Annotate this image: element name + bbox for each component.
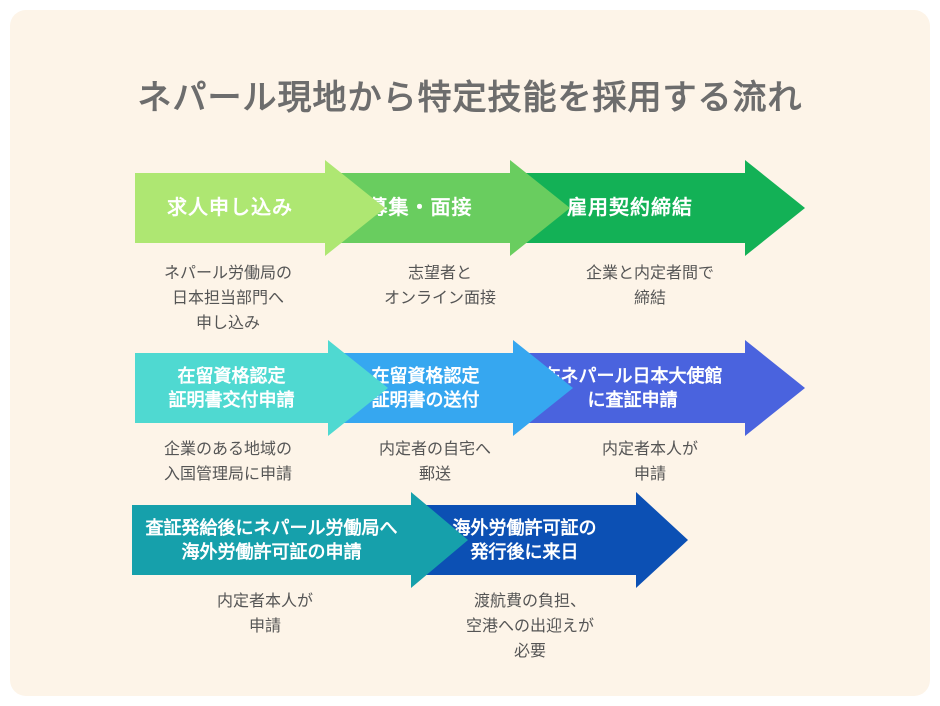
step-label: 在留資格認定 証明書交付申請 bbox=[168, 365, 295, 410]
step-description-7: 内定者本人が 申請 bbox=[216, 593, 313, 635]
step-arrow-1: 求人申し込み bbox=[135, 160, 385, 256]
arrow-head-icon bbox=[328, 340, 388, 436]
arrow-body bbox=[135, 353, 328, 423]
step-label: 求人申し込み bbox=[167, 196, 293, 219]
step-description-2: 志望者と オンライン面接 bbox=[383, 265, 496, 307]
step-label: 海外労働許可証の 発行後に来日 bbox=[452, 517, 597, 562]
step-arrow-7: 査証発給後にネパール労働局へ 海外労働許可証の申請 bbox=[132, 492, 468, 588]
arrow-head-icon bbox=[513, 340, 573, 436]
step-description-5: 内定者の自宅へ 郵送 bbox=[378, 441, 491, 483]
step-label: 査証発給後にネパール労働局へ 海外労働許可証の申請 bbox=[145, 517, 398, 562]
step-label: 募集・面接 bbox=[367, 196, 473, 219]
arrow-head-icon bbox=[745, 160, 805, 256]
arrow-head-icon bbox=[411, 492, 468, 588]
arrow-head-icon bbox=[745, 340, 805, 436]
step-description-1: ネパール労働局の 日本担当部門へ 申し込み bbox=[163, 265, 292, 332]
arrow-body bbox=[135, 173, 325, 243]
step-label: 在留資格認定 証明書の送付 bbox=[371, 365, 480, 410]
step-description-4: 企業のある地域の 入国管理局に申請 bbox=[163, 441, 292, 483]
step-label: 在ネパール日本大使館 に査証申請 bbox=[542, 365, 723, 410]
arrow-body bbox=[132, 505, 411, 575]
infographic-card: ネパール現地から特定技能を採用する流れ 求人申し込み 募集・面接 雇用契約締結 … bbox=[10, 10, 930, 696]
arrow-head-icon bbox=[510, 160, 570, 256]
arrow-head-icon bbox=[325, 160, 385, 256]
step-description-8: 渡航費の負担、 空港への出迎えが 必要 bbox=[465, 593, 594, 660]
step-label: 雇用契約締結 bbox=[567, 196, 693, 219]
page-title: ネパール現地から特定技能を採用する流れ bbox=[137, 79, 803, 117]
step-arrow-4: 在留資格認定 証明書交付申請 bbox=[135, 340, 388, 436]
arrow-head-icon bbox=[636, 492, 688, 588]
step-description-6: 内定者本人が 申請 bbox=[601, 441, 698, 483]
step-description-3: 企業と内定者間で 締結 bbox=[585, 265, 714, 307]
